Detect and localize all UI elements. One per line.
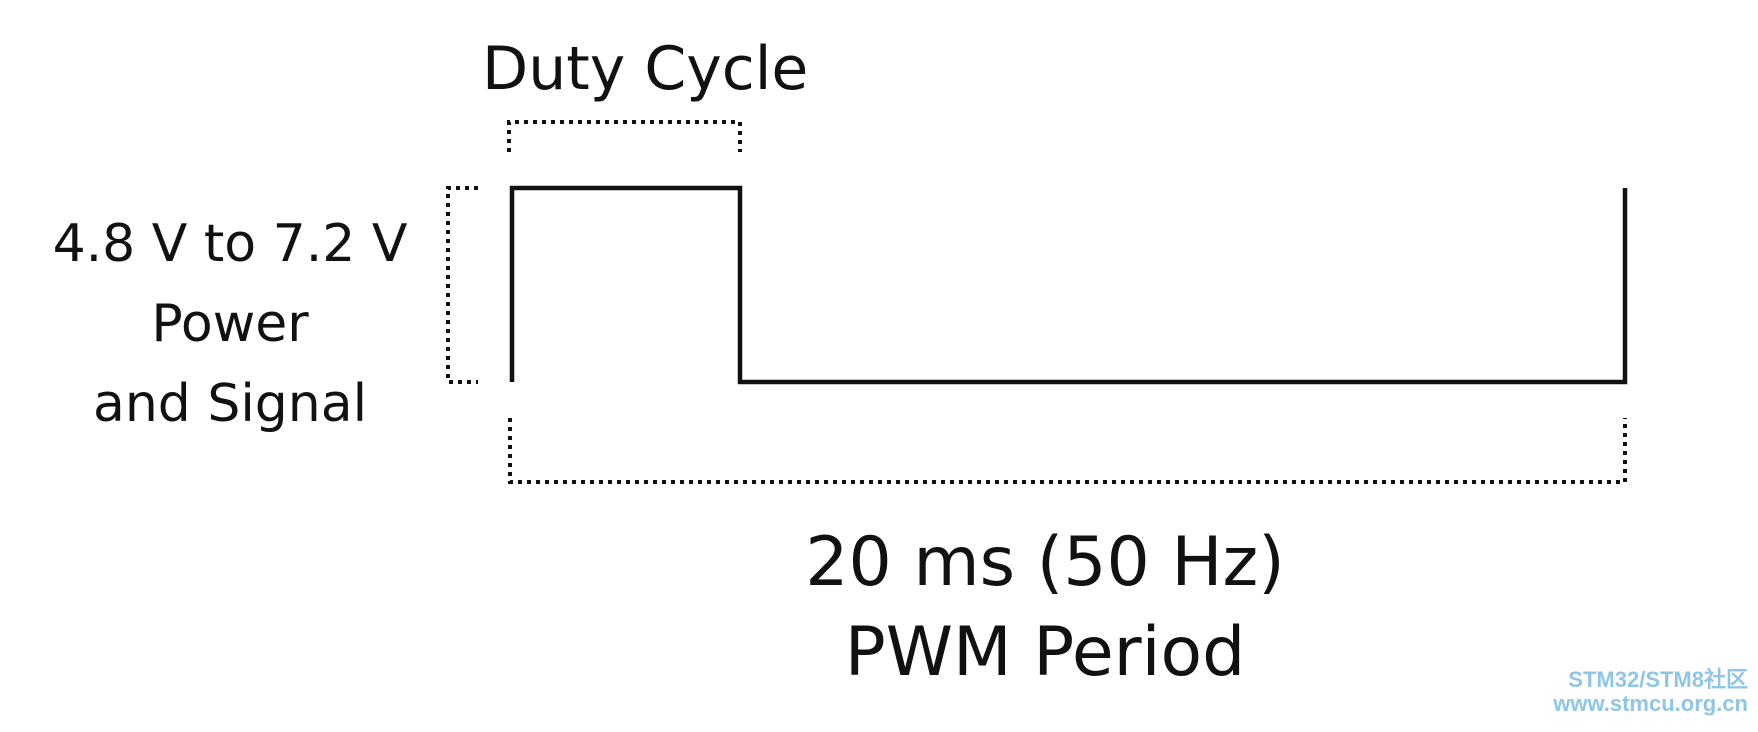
period-bracket bbox=[508, 418, 1627, 484]
voltage-label-line3: and Signal bbox=[92, 374, 368, 434]
voltage-label-line2: Power bbox=[151, 294, 309, 354]
period-label-line1: 20 ms (50 Hz) bbox=[805, 523, 1285, 602]
period-label: 20 ms (50 Hz) PWM Period bbox=[760, 518, 1330, 698]
watermark: STM32/STM8社区 www.stmcu.org.cn bbox=[1553, 668, 1748, 716]
period-label-line2: PWM Period bbox=[844, 613, 1246, 692]
watermark-line1: STM32/STM8社区 bbox=[1568, 667, 1748, 692]
voltage-label-line1: 4.8 V to 7.2 V bbox=[52, 214, 408, 274]
voltage-label: 4.8 V to 7.2 V Power and Signal bbox=[30, 204, 430, 444]
voltage-bracket bbox=[446, 186, 478, 384]
pwm-waveform bbox=[509, 185, 1628, 385]
duty-cycle-label: Duty Cycle bbox=[482, 34, 809, 104]
duty-cycle-bracket bbox=[507, 120, 742, 152]
watermark-line2: www.stmcu.org.cn bbox=[1553, 691, 1748, 716]
